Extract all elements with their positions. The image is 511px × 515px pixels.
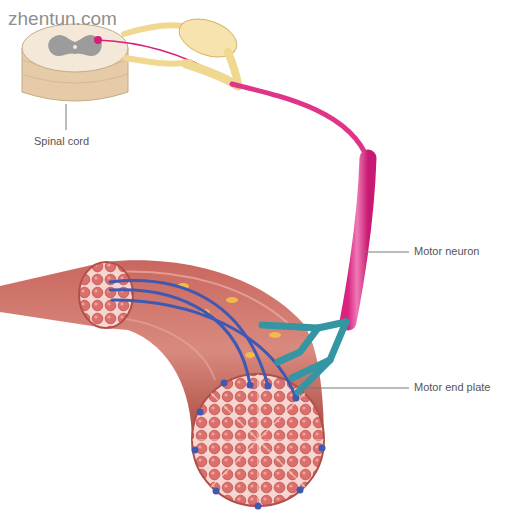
watermark: zhentun.com — [8, 8, 117, 31]
part-label: Motor neuron — [414, 245, 479, 258]
part-label: Spinal cord — [34, 135, 89, 148]
leader-lines — [66, 104, 409, 388]
muscle — [0, 260, 324, 506]
spinal-nerve — [124, 12, 242, 86]
part-label: Motor end plate — [414, 381, 490, 394]
nerve-fibres — [110, 281, 296, 398]
nerve-dots — [192, 380, 326, 510]
motor-end-plate — [262, 322, 346, 392]
